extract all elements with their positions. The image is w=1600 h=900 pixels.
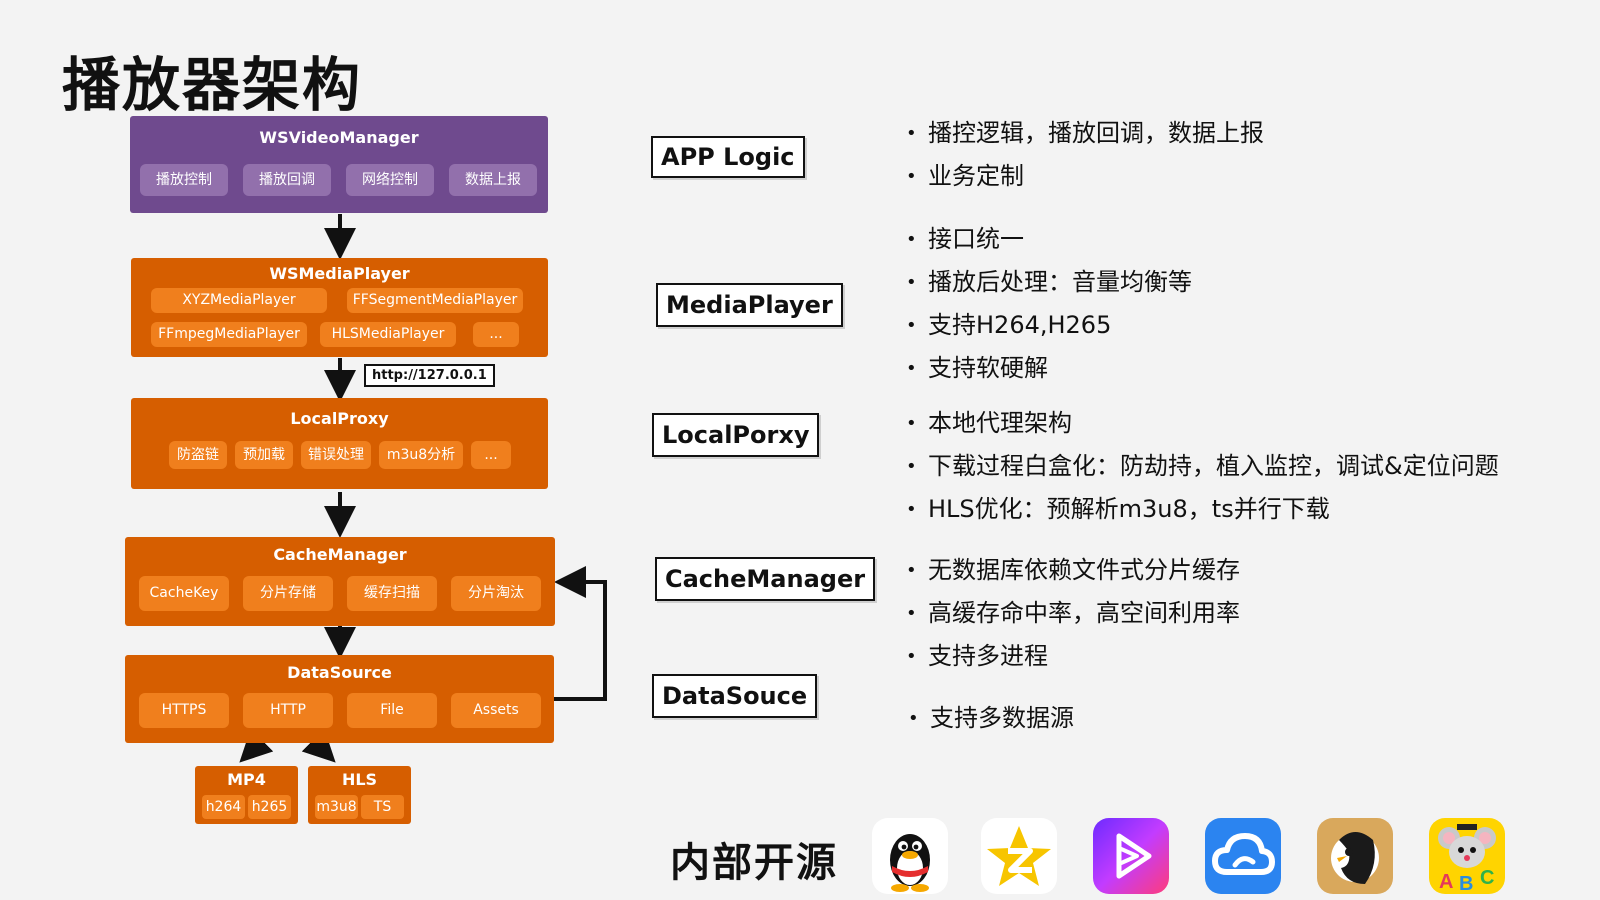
chip-error-handling: 错误处理 [301, 441, 371, 469]
mp4-block: MP4 h264 h265 [195, 766, 298, 824]
bullet-item: 播放后处理：音量均衡等 [906, 261, 1192, 304]
bullets-app-logic: 播控逻辑，播放回调，数据上报 业务定制 [906, 112, 1264, 198]
bullet-item: 本地代理架构 [906, 402, 1499, 445]
bullet-item: 无数据库依赖文件式分片缓存 [906, 549, 1240, 592]
label-cachemanager: CacheManager [655, 557, 876, 601]
label-localporxy: LocalPorxy [652, 413, 820, 457]
label-datasouce: DataSouce [652, 674, 818, 718]
bullet-item: 下载过程白盒化：防劫持，植入监控，调试&定位问题 [906, 445, 1499, 488]
page-title: 播放器架构 [62, 51, 363, 119]
label-app-logic: APP Logic [651, 136, 805, 178]
wsvideomanager-title: WSVideoManager [259, 128, 419, 147]
bullet-item: HLS优化：预解析m3u8，ts并行下载 [906, 488, 1499, 531]
video-play-icon [1093, 818, 1169, 894]
chip-assets: Assets [451, 693, 541, 728]
datasource-title: DataSource [287, 663, 392, 682]
qzone-star-icon [981, 818, 1057, 894]
chip-cachekey: CacheKey [139, 576, 229, 611]
bullets-datasouce: 支持多数据源 [908, 697, 1074, 740]
chip-preload: 预加载 [235, 441, 293, 469]
footer-label: 内部开源 [670, 840, 838, 886]
bullets-mediaplayer: 接口统一 播放后处理：音量均衡等 支持H264,H265 支持软硬解 [906, 218, 1192, 390]
svg-text:C: C [1480, 867, 1494, 889]
datasource-block: DataSource HTTPS HTTP File Assets [125, 655, 554, 743]
wsvideomanager-block: WSVideoManager 播放控制 播放回调 网络控制 数据上报 [130, 116, 548, 213]
chip-https: HTTPS [139, 693, 229, 728]
localproxy-block: LocalProxy 防盗链 预加载 错误处理 m3u8分析 ... [131, 398, 548, 489]
bullet-item: 支持多数据源 [908, 697, 1074, 740]
chip-file: File [347, 693, 437, 728]
chip-h264: h264 [202, 795, 245, 819]
bullet-item: 接口统一 [906, 218, 1192, 261]
bullet-item: 支持软硬解 [906, 347, 1192, 390]
bullets-cachemanager: 无数据库依赖文件式分片缓存 高缓存命中率，高空间利用率 支持多进程 [906, 549, 1240, 678]
chip-playback-control: 播放控制 [140, 164, 228, 196]
chip-network-control: 网络控制 [346, 164, 434, 196]
svg-text:B: B [1459, 873, 1473, 894]
penguin-mascot-icon [1317, 818, 1393, 894]
chip-more-players: ... [473, 322, 519, 347]
chip-cache-scan: 缓存扫描 [347, 576, 437, 611]
cachemanager-block: CacheManager CacheKey 分片存储 缓存扫描 分片淘汰 [125, 537, 555, 626]
chip-m3u8: m3u8 [315, 795, 358, 819]
chip-ts: TS [361, 795, 404, 819]
bullet-item: 支持H264,H265 [906, 304, 1192, 347]
hls-title: HLS [341, 770, 378, 789]
wsmediaplayer-title: WSMediaPlayer [269, 264, 410, 283]
svg-text:A: A [1439, 871, 1453, 893]
cachemanager-title: CacheManager [273, 545, 407, 564]
url-label: http://127.0.0.1 [364, 364, 495, 387]
hls-block: HLS m3u8 TS [308, 766, 411, 824]
qq-penguin-icon [872, 818, 948, 894]
chip-m3u8-analysis: m3u8分析 [379, 441, 463, 469]
abc-mouse-icon: A B C [1429, 818, 1505, 894]
chip-xyzmediaplayer: XYZMediaPlayer [151, 288, 327, 313]
bullets-localporxy: 本地代理架构 下载过程白盒化：防劫持，植入监控，调试&定位问题 HLS优化：预解… [906, 402, 1499, 531]
chip-ffsegmentmediaplayer: FFSegmentMediaPlayer [347, 288, 523, 313]
chip-segment-storage: 分片存储 [243, 576, 333, 611]
chip-h265: h265 [248, 795, 291, 819]
chip-hlsmediaplayer: HLSMediaPlayer [320, 322, 456, 347]
chip-data-report: 数据上报 [449, 164, 537, 196]
localproxy-title: LocalProxy [290, 409, 389, 428]
chip-segment-eviction: 分片淘汰 [451, 576, 541, 611]
bullet-item: 业务定制 [906, 155, 1264, 198]
cloud-icon [1205, 818, 1281, 894]
chip-playback-callback: 播放回调 [243, 164, 331, 196]
chip-http: HTTP [243, 693, 333, 728]
label-mediaplayer: MediaPlayer [656, 283, 843, 327]
bullet-item: 支持多进程 [906, 635, 1240, 678]
mp4-title: MP4 [227, 770, 266, 789]
chip-anti-leech: 防盗链 [169, 441, 227, 469]
bullet-item: 高缓存命中率，高空间利用率 [906, 592, 1240, 635]
chip-more-proxy: ... [471, 441, 511, 469]
bullet-item: 播控逻辑，播放回调，数据上报 [906, 112, 1264, 155]
wsmediaplayer-block: WSMediaPlayer XYZMediaPlayer FFSegmentMe… [131, 258, 548, 357]
arrow-datasource-to-cache [554, 566, 607, 701]
chip-ffmpegmediaplayer: FFmpegMediaPlayer [151, 322, 307, 347]
